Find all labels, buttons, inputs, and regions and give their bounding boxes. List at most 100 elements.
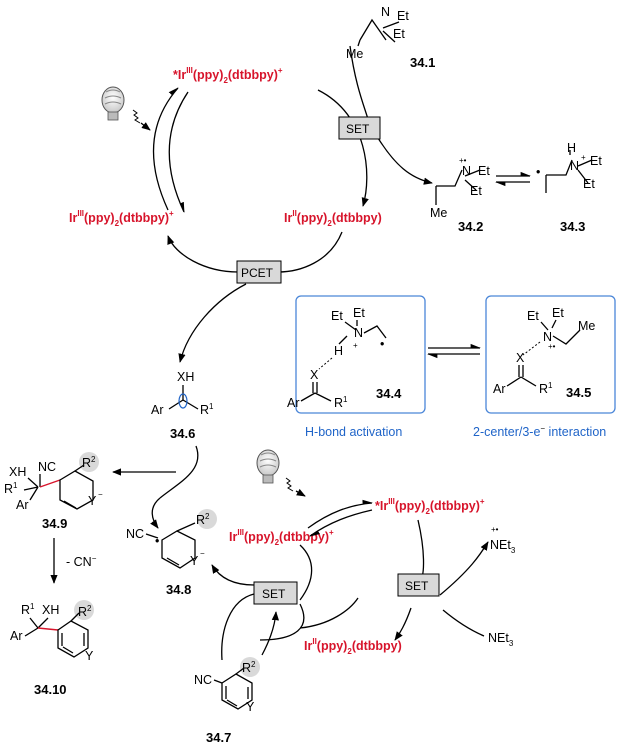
svg-text:Y: Y: [246, 700, 255, 714]
svg-text:+: +: [353, 341, 358, 350]
catalyst-ir2-bottom: IrII(ppy)2(dtbbpy): [304, 637, 402, 656]
svg-text:+: +: [581, 153, 586, 162]
pcet-label: PCET: [241, 266, 274, 280]
svg-text:Me: Me: [578, 319, 595, 333]
svg-text:Et: Et: [590, 154, 602, 168]
coupling-arrows: [112, 445, 199, 529]
svg-text:Et: Et: [470, 184, 482, 198]
svg-text:Et: Et: [353, 306, 365, 320]
svg-text:Et: Et: [331, 309, 343, 323]
lightbulb-icon: [101, 86, 151, 131]
set-label: SET: [405, 579, 429, 593]
lightbulb-icon: [256, 449, 306, 497]
svg-text:R1: R1: [539, 381, 553, 396]
svg-text:Y: Y: [85, 649, 94, 663]
svg-text:+•: +•: [459, 156, 467, 165]
compound-label-34-3: 34.3: [560, 219, 585, 234]
svg-text:•: •: [536, 165, 540, 179]
pcet-step: PCET: [236, 260, 282, 284]
compound-34-6: XH Ar R1 34.6: [151, 370, 214, 441]
svg-text:N: N: [543, 330, 552, 344]
svg-text:IrII(ppy)2(dtbbpy): IrII(ppy)2(dtbbpy): [284, 209, 382, 228]
svg-text:X: X: [516, 351, 525, 365]
caption-hbond: H-bond activation: [305, 425, 402, 439]
svg-text:R1: R1: [4, 481, 18, 496]
svg-text:+•: +•: [491, 525, 499, 534]
svg-text:Ar: Ar: [16, 498, 29, 512]
compound-label-34-2: 34.2: [458, 219, 483, 234]
svg-text:Et: Et: [527, 309, 539, 323]
compound-label-34-1: 34.1: [410, 55, 435, 70]
compound-label-34-5: 34.5: [566, 385, 591, 400]
svg-text:Y: Y: [88, 494, 97, 508]
svg-text:Et: Et: [583, 177, 595, 191]
caption-two-center: 2-center/3-e− interaction: [473, 424, 606, 439]
svg-text:XH: XH: [9, 465, 26, 479]
svg-text:Ar: Ar: [151, 403, 164, 417]
svg-text:*IrIII(ppy)2(dtbbpy)+: *IrIII(ppy)2(dtbbpy)+: [173, 66, 283, 85]
svg-text:NC: NC: [38, 460, 56, 474]
atom-n: N: [381, 5, 390, 19]
svg-text:N: N: [462, 164, 471, 178]
svg-text:H: H: [334, 344, 343, 358]
svg-text:- CN−: - CN−: [66, 554, 97, 569]
svg-text:R1: R1: [334, 395, 348, 410]
svg-text:NC: NC: [194, 673, 212, 687]
svg-text:Ar: Ar: [493, 382, 506, 396]
loss-cn-step: - CN−: [50, 538, 97, 584]
svg-text:XH: XH: [42, 603, 59, 617]
atom-et: Et: [393, 27, 405, 41]
excitation-arrows-bottom: [307, 499, 374, 537]
svg-text:NC: NC: [126, 527, 144, 541]
svg-text:•: •: [155, 534, 159, 548]
svg-text:−: −: [98, 490, 103, 499]
box-34-5: Et Et N Me +• X Ar R1 34.5: [485, 295, 616, 414]
svg-text:IrIII(ppy)2(dtbbpy)+: IrIII(ppy)2(dtbbpy)+: [69, 209, 174, 228]
set-label: SET: [262, 587, 286, 601]
svg-text:N: N: [354, 326, 363, 340]
equilibrium-arrows-top: [494, 171, 532, 187]
atom-et: Et: [397, 9, 409, 23]
svg-text:Et: Et: [552, 306, 564, 320]
compound-label-34-8: 34.8: [166, 582, 191, 597]
compound-34-1: N Et Et Me 34.1: [346, 5, 435, 70]
atom-me: Me: [346, 47, 363, 61]
svg-text:Me: Me: [430, 206, 447, 220]
compound-label-34-7: 34.7: [206, 730, 231, 745]
svg-text:X: X: [310, 368, 319, 382]
svg-text:R2: R2: [196, 512, 210, 527]
quench-cycle-bottom: SET NEt3 +• NEt3: [394, 519, 516, 648]
svg-text:Y: Y: [190, 554, 199, 568]
equilibrium-arrows-boxes: [426, 343, 482, 359]
catalyst-ir3-excited-bottom: *IrIII(ppy)2(dtbbpy)+: [375, 497, 485, 516]
svg-text:NEt3: NEt3: [488, 631, 514, 648]
cat-prefix: *Ir: [173, 68, 186, 82]
svg-text:R2: R2: [82, 455, 96, 470]
svg-text:R1: R1: [200, 402, 214, 417]
svg-text:R2: R2: [78, 604, 92, 619]
pcet-arrows: [167, 231, 343, 363]
compound-label-34-9: 34.9: [42, 516, 67, 531]
compound-label-34-6: 34.6: [170, 426, 195, 441]
svg-text:+•: +•: [548, 342, 556, 351]
svg-text:*IrIII(ppy)2(dtbbpy)+: *IrIII(ppy)2(dtbbpy)+: [375, 497, 485, 516]
svg-text:XH: XH: [177, 370, 194, 384]
svg-text:−: −: [200, 549, 205, 558]
compound-34-10: R1 XH Ar R2 Y 34.10: [10, 600, 94, 697]
compound-34-9: XH NC R1 Ar R2 Y − 34.9: [4, 452, 103, 531]
compound-34-3: • H N + Et Et 34.3: [536, 141, 602, 234]
svg-text:Et: Et: [478, 164, 490, 178]
catalyst-ir3-top: IrIII(ppy)2(dtbbpy)+: [69, 209, 174, 228]
svg-text:H: H: [567, 141, 576, 155]
svg-text:R1: R1: [21, 602, 35, 617]
compound-34-8: NC • R2 Y − 34.8: [126, 509, 217, 597]
svg-text:•: •: [380, 337, 384, 351]
excitation-arrows: [152, 87, 189, 213]
svg-text:NEt3: NEt3: [490, 538, 516, 555]
compound-34-7: NC R2 Y 34.7: [194, 657, 260, 745]
compound-label-34-10: 34.10: [34, 682, 67, 697]
reduction-cycle-bottom: SET: [211, 544, 359, 661]
catalyst-ir2-top: IrII(ppy)2(dtbbpy): [284, 209, 382, 228]
compound-34-2: N +• Et Et Me 34.2: [430, 156, 490, 234]
